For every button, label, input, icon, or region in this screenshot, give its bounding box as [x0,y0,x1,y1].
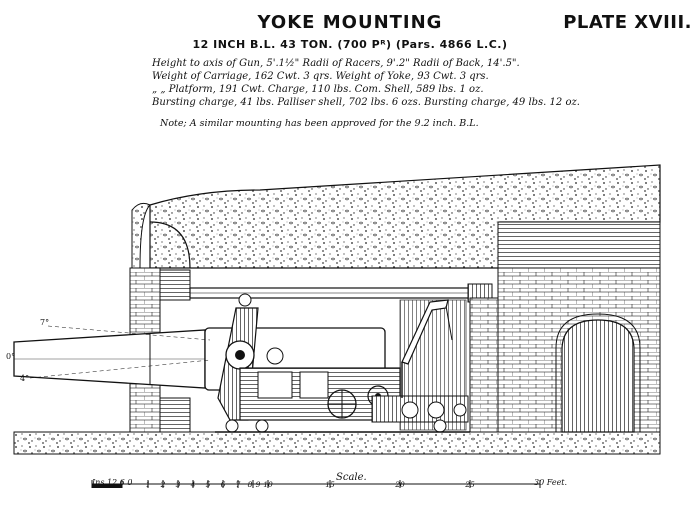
scale-tick: 2 [160,480,166,489]
scale-tick: 6 [220,480,226,489]
scale-tick: 8 [247,480,253,489]
building-roof [497,221,661,269]
scale-tick: 15 [325,480,335,489]
floor-slab [13,431,661,455]
scale-tick: 25 [465,480,475,489]
yoke-pivot [238,293,252,307]
scale-bar [91,480,541,488]
scale-end-label: 30 Feet. [534,478,568,487]
scale-start-label: Ins.12 6 0 [92,478,133,487]
angle-label-elevation: 7° [40,318,50,327]
scale-tick: 20 [395,480,405,489]
spec-line-3: „ „ Platform, 191 Cwt. Charge, 110 lbs. … [152,84,484,95]
scale-tick: 5 [205,480,211,489]
angle-label-depression: 4° [20,374,30,383]
plate-number: PLATE XVIII. [563,12,692,33]
racer-wheel [225,419,239,433]
platform [371,395,469,423]
scale-tick: 9 [255,480,261,489]
scale-tick: 10 [263,480,273,489]
earth-front-lip [131,202,151,269]
scale-tick: 3 [175,480,181,489]
angle-label-zero: 0° [6,352,16,361]
drawing-title: YOKE MOUNTING [257,12,443,33]
spec-line-2: Weight of Carriage, 162 Cwt. 3 qrs. Weig… [152,71,489,82]
note-text: Note; A similar mounting has been approv… [160,118,479,129]
spec-line-1: Height to axis of Gun, 5'.1½" Radii of R… [152,58,520,69]
scale-tick: 7 [235,480,241,489]
arched-doorway [561,319,635,433]
rear-wall [469,297,499,433]
scale-tick: 1 [145,480,151,489]
drawing-subtitle: 12 INCH B.L. 43 TON. (700 Pᴿ) (Pars. 486… [192,38,508,51]
spec-line-4: Bursting charge, 41 lbs. Palliser shell,… [152,97,580,108]
scale-title: Scale. [336,472,367,483]
scale-tick: 4 [190,480,196,489]
